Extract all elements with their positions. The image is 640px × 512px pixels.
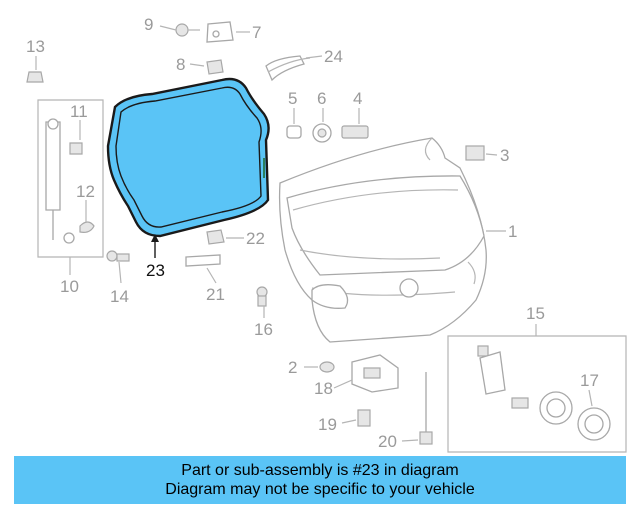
part-20-rod	[419, 372, 433, 445]
part-8-nut	[206, 59, 224, 75]
callout-1: 1	[508, 222, 517, 241]
callout-12: 12	[76, 182, 95, 201]
part-21-bracket	[185, 254, 221, 267]
weatherstrip-seal-23	[106, 77, 270, 238]
banner-line-disclaimer: Diagram may not be specific to your vehi…	[165, 481, 475, 498]
callout-10: 10	[60, 277, 79, 296]
kit-box-15	[447, 324, 627, 453]
liftgate-panel	[278, 137, 487, 343]
callout-14: 14	[110, 287, 129, 306]
banner-line-part-number: Part or sub-assembly is #23 in diagram	[181, 462, 459, 479]
part-22-nut	[206, 229, 225, 245]
callout-24: 24	[324, 47, 343, 66]
part-16-bolt	[256, 286, 268, 307]
part-14-bolt	[106, 250, 130, 262]
callout-9: 9	[144, 15, 153, 34]
callout-5: 5	[288, 89, 297, 108]
callout-7: 7	[252, 23, 261, 42]
part-7-striker	[206, 21, 234, 43]
part-24-washer-hose	[265, 55, 311, 82]
callout-6: 6	[317, 89, 326, 108]
callout-19: 19	[318, 415, 337, 434]
callout-11: 11	[70, 102, 88, 121]
info-banner: Part or sub-assembly is #23 in diagram D…	[14, 456, 626, 504]
part-4-adjuster	[341, 125, 369, 139]
part-9-bolt	[175, 23, 200, 37]
callout-16: 16	[254, 320, 273, 339]
callout-22: 22	[246, 229, 265, 248]
callout-17: 17	[580, 371, 599, 390]
info-banner-background	[14, 456, 626, 504]
callout-18: 18	[314, 379, 333, 398]
leader-lines	[35, 25, 593, 442]
callout-23: 23	[146, 261, 165, 280]
callout-4: 4	[353, 89, 362, 108]
callout-13: 13	[26, 37, 45, 56]
part-19-bolt	[357, 409, 371, 427]
callout-8: 8	[176, 55, 185, 74]
part-3-pad	[465, 145, 485, 161]
callout-3: 3	[500, 146, 509, 165]
part-2-nut	[319, 361, 335, 373]
part-5-bump-stop	[286, 125, 302, 139]
gas-strut-assembly	[37, 99, 104, 275]
part-18-latch	[351, 354, 399, 393]
callout-15: 15	[526, 304, 545, 323]
part-13-bolt	[26, 71, 44, 83]
callout-20: 20	[378, 432, 397, 451]
callout-21: 21	[206, 285, 225, 304]
callout-2: 2	[288, 358, 297, 377]
part-6-grommet	[312, 123, 332, 143]
